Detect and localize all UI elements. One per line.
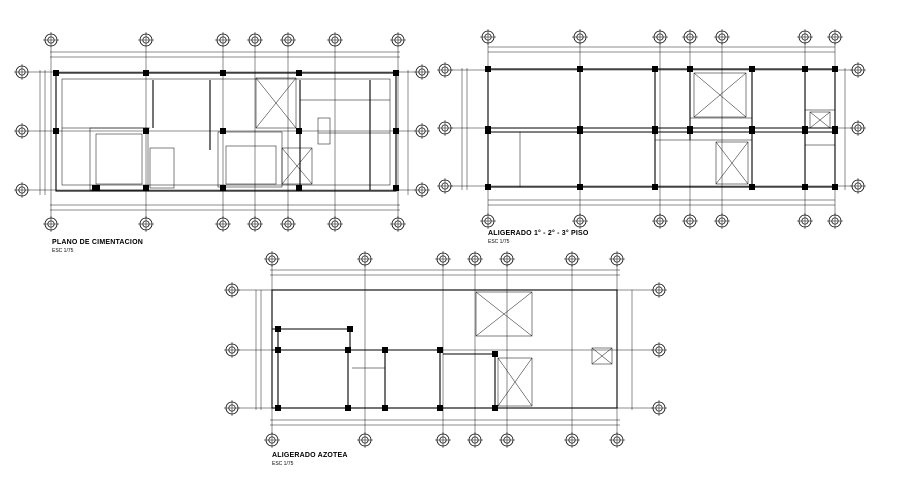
grid-axis-marker-icon [14, 123, 30, 139]
grid-axis-marker-icon [437, 178, 453, 194]
grid-axis-marker-icon [390, 32, 406, 48]
plan-scale-aligerado-azotea: ESC 1/75 [272, 461, 294, 467]
grid-axis-marker-icon [850, 120, 866, 136]
grid-axis-marker-icon [247, 216, 263, 232]
grid-axis-marker-icon [850, 178, 866, 194]
grid-axis-marker-icon [14, 64, 30, 80]
grid-axis-marker-icon [435, 432, 451, 448]
grid-axis-marker-icon [499, 432, 515, 448]
plan-cimentacion [30, 48, 415, 218]
grid-axis-marker-icon [414, 123, 430, 139]
grid-axis-marker-icon [609, 251, 625, 267]
grid-axis-marker-icon [682, 29, 698, 45]
axis-markers [14, 29, 866, 448]
grid-axis-marker-icon [714, 29, 730, 45]
grid-axis-marker-icon [572, 213, 588, 229]
grid-axis-marker-icon [850, 62, 866, 78]
grid-axis-marker-icon [357, 432, 373, 448]
grid-axis-marker-icon [652, 213, 668, 229]
dimension-lines [255, 269, 633, 426]
grid-axis-marker-icon [652, 29, 668, 45]
grid-axis-marker-icon [435, 251, 451, 267]
column-icon [53, 70, 399, 191]
grid-axis-marker-icon [827, 213, 843, 229]
column-icon [275, 326, 498, 411]
dimension-lines [461, 46, 846, 206]
grid-axis-marker-icon [327, 216, 343, 232]
grid-axis-marker-icon [714, 213, 730, 229]
grid-axis-marker-icon [480, 29, 496, 45]
grid-axis-marker-icon [138, 32, 154, 48]
grid-axis-marker-icon [572, 29, 588, 45]
stair-void-cross-icon [475, 291, 613, 407]
grid-axis-marker-icon [499, 251, 515, 267]
grid-axis-marker-icon [215, 216, 231, 232]
column-icon [485, 66, 838, 190]
grid-axis-marker-icon [797, 213, 813, 229]
beams [271, 289, 618, 409]
grid-axis-marker-icon [651, 282, 667, 298]
plan-title-aligerado-azotea: ALIGERADO AZOTEA [272, 452, 348, 459]
grid-axis-marker-icon [43, 216, 59, 232]
grid-axis-marker-icon [609, 432, 625, 448]
grid-axis-marker-icon [414, 182, 430, 198]
grid-axis-marker-icon [264, 432, 280, 448]
plan-scale-cimentacion: ESC 1/75 [52, 248, 74, 254]
beams [487, 68, 836, 188]
grid-axis-marker-icon [467, 251, 483, 267]
grid-axis-marker-icon [437, 62, 453, 78]
plan-aligerado-piso [450, 42, 852, 215]
grid-axis-marker-icon [327, 32, 343, 48]
grid-axis-marker-icon [480, 213, 496, 229]
grid-axis-marker-icon [43, 32, 59, 48]
plan-scale-aligerado-piso: ESC 1/75 [488, 239, 510, 245]
grid-axis-marker-icon [224, 282, 240, 298]
grid-axis-marker-icon [564, 251, 580, 267]
grid-axis-marker-icon [357, 251, 373, 267]
grid-axis-marker-icon [138, 216, 154, 232]
grid-axis-marker-icon [247, 32, 263, 48]
grid-axis-marker-icon [224, 342, 240, 358]
plan-title-aligerado-piso: ALIGERADO 1° - 2° - 3° PISO [488, 230, 589, 237]
grid-axis-marker-icon [651, 342, 667, 358]
grid-axis-marker-icon [215, 32, 231, 48]
grid-axis-marker-icon [264, 251, 280, 267]
dimension-lines [39, 51, 409, 211]
grid-axis-marker-icon [280, 216, 296, 232]
grid-axis-marker-icon [467, 432, 483, 448]
grid-axis-marker-icon [651, 400, 667, 416]
grid-axis-marker-icon [827, 29, 843, 45]
grid-axis-marker-icon [437, 120, 453, 136]
grid-axis-marker-icon [224, 400, 240, 416]
grid-axis-marker-icon [797, 29, 813, 45]
grid-axis-marker-icon [14, 182, 30, 198]
stair-void-cross-icon [693, 72, 831, 185]
grid-axis-marker-icon [390, 216, 406, 232]
grid-axis-marker-icon [564, 432, 580, 448]
grid-axis-marker-icon [280, 32, 296, 48]
plan-title-cimentacion: PLANO DE CIMENTACION [52, 239, 143, 246]
grid-axis-marker-icon [414, 64, 430, 80]
stair-void-cross-icon [255, 77, 313, 185]
plan-aligerado-azotea [235, 264, 660, 435]
grid-axis-marker-icon [682, 213, 698, 229]
